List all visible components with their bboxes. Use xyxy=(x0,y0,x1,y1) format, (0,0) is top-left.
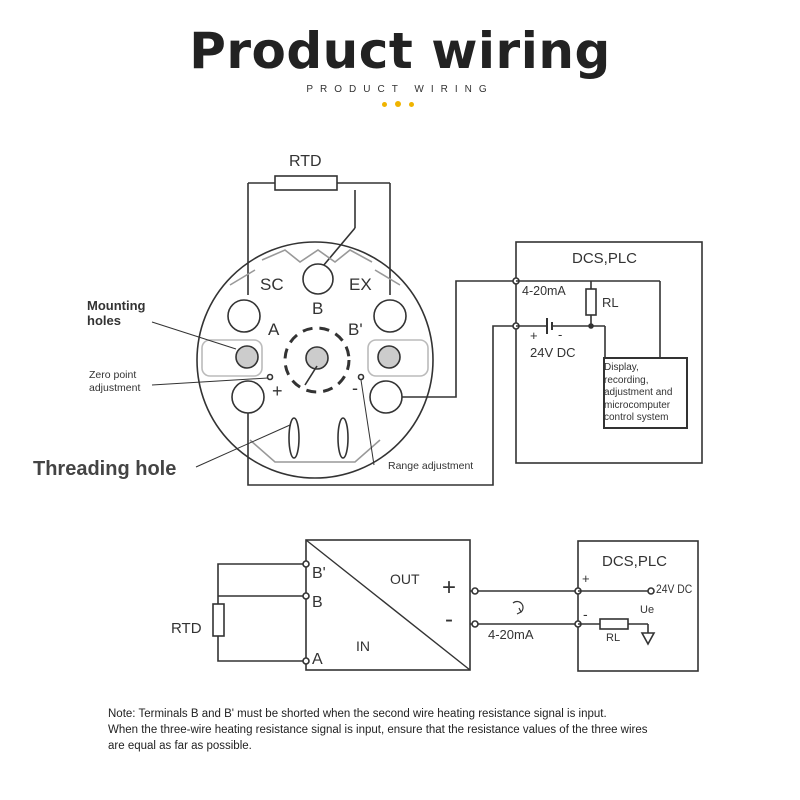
bottom-in-label: IN xyxy=(356,638,370,654)
bottom-dcs-circuit xyxy=(578,587,656,646)
bottom-terminal-b-prime: B' xyxy=(312,565,326,582)
dcs-current-label: 4-20mA xyxy=(522,284,566,298)
bottom-supply-label: 24V DC xyxy=(656,584,693,596)
bottom-dcs-title: DCS,PLC xyxy=(602,553,668,570)
output-wires xyxy=(247,280,516,486)
terminal-minus-label: - xyxy=(352,378,358,398)
zero-point-label: Zero point adjustment xyxy=(89,369,140,395)
bottom-output-wires xyxy=(470,587,578,628)
terminal-b-prime-label: B' xyxy=(348,320,363,339)
bottom-dcs-box xyxy=(577,540,699,672)
zero-point-dot xyxy=(266,373,274,381)
dcs-supply-plus: + xyxy=(530,328,538,343)
zero-point-line2: adjustment xyxy=(89,382,141,394)
dcs-internal-circuit xyxy=(516,280,661,358)
bottom-minus-label: - xyxy=(445,606,453,633)
note-line1: Note: Terminals B and B' must be shorted… xyxy=(108,708,607,720)
transmitter-module xyxy=(196,241,434,479)
bottom-terminal-b: B xyxy=(312,594,323,611)
bottom-out-label: OUT xyxy=(390,571,420,587)
callout-leaders xyxy=(151,321,375,468)
page-title: Product wiring xyxy=(189,22,611,80)
display-system-label: Display, recording, adjustment and micro… xyxy=(604,362,686,425)
dcs-supply-minus: - xyxy=(558,327,563,342)
dcs-title: DCS,PLC xyxy=(572,250,638,267)
top-rtd-resistor xyxy=(247,175,391,295)
bottom-ue-label: Ue xyxy=(640,604,655,616)
dcs-rl-label: RL xyxy=(602,295,619,310)
decorative-dots xyxy=(380,101,420,110)
dcs-box xyxy=(515,241,703,464)
note-line3: are equal as far as possible. xyxy=(108,740,252,752)
display-line5: control system xyxy=(604,412,669,423)
threading-hole-label: Threading hole xyxy=(33,458,177,480)
threading-slot-right xyxy=(337,417,349,459)
wiring-note: Note: Terminals B and B' must be shorted… xyxy=(108,706,728,754)
terminal-a-label: A xyxy=(268,320,280,339)
terminal-b-label: B xyxy=(312,299,324,318)
dcs-supply-label: 24V DC xyxy=(530,345,576,360)
range-adjust-dot xyxy=(357,373,365,381)
range-adjustment-label: Range adjustment xyxy=(388,460,474,472)
zero-point-line1: Zero point xyxy=(89,369,137,381)
note-line2: When the three-wire heating resistance s… xyxy=(108,724,648,736)
terminal-ex-label: EX xyxy=(349,275,372,294)
mounting-holes-label: Mounting holes xyxy=(87,298,145,328)
terminal-minus-circle xyxy=(369,380,403,414)
page-subtitle: PRODUCT WIRING xyxy=(306,84,494,95)
bottom-rtd-label: RTD xyxy=(171,620,202,637)
terminal-b-circle xyxy=(302,263,334,295)
terminal-sc-label: SC xyxy=(260,275,284,294)
mounting-hole-left xyxy=(235,345,259,369)
display-line1: Display, xyxy=(604,362,639,373)
mounting-hole-right xyxy=(377,345,401,369)
bottom-plus-label: + xyxy=(442,574,457,601)
display-line4: microcomputer xyxy=(604,399,671,411)
terminal-sc-circle xyxy=(227,299,261,333)
transmitter-block xyxy=(305,539,471,671)
terminal-plus-circle xyxy=(231,380,265,414)
bottom-dcs-plus: + xyxy=(582,571,590,586)
bottom-dcs-minus: - xyxy=(583,606,588,622)
threading-slot-left xyxy=(288,417,300,459)
mounting-holes-line1: Mounting xyxy=(87,298,146,313)
dot-icon xyxy=(409,102,414,107)
mounting-holes-line2: holes xyxy=(87,313,121,328)
bottom-terminal-a: A xyxy=(312,651,323,668)
terminal-plus-label: + xyxy=(272,381,283,401)
bottom-rtd-circuit xyxy=(212,563,304,662)
display-line2: recording, xyxy=(604,374,649,386)
terminal-ex-circle xyxy=(373,299,407,333)
display-line3: adjustment and xyxy=(604,387,673,398)
top-rtd-label: RTD xyxy=(289,153,322,170)
bottom-rl-label: RL xyxy=(606,632,621,644)
dot-icon xyxy=(382,102,387,107)
display-system-box xyxy=(603,357,688,429)
bottom-current-label: 4-20mA xyxy=(488,627,534,642)
dot-icon xyxy=(395,101,401,107)
